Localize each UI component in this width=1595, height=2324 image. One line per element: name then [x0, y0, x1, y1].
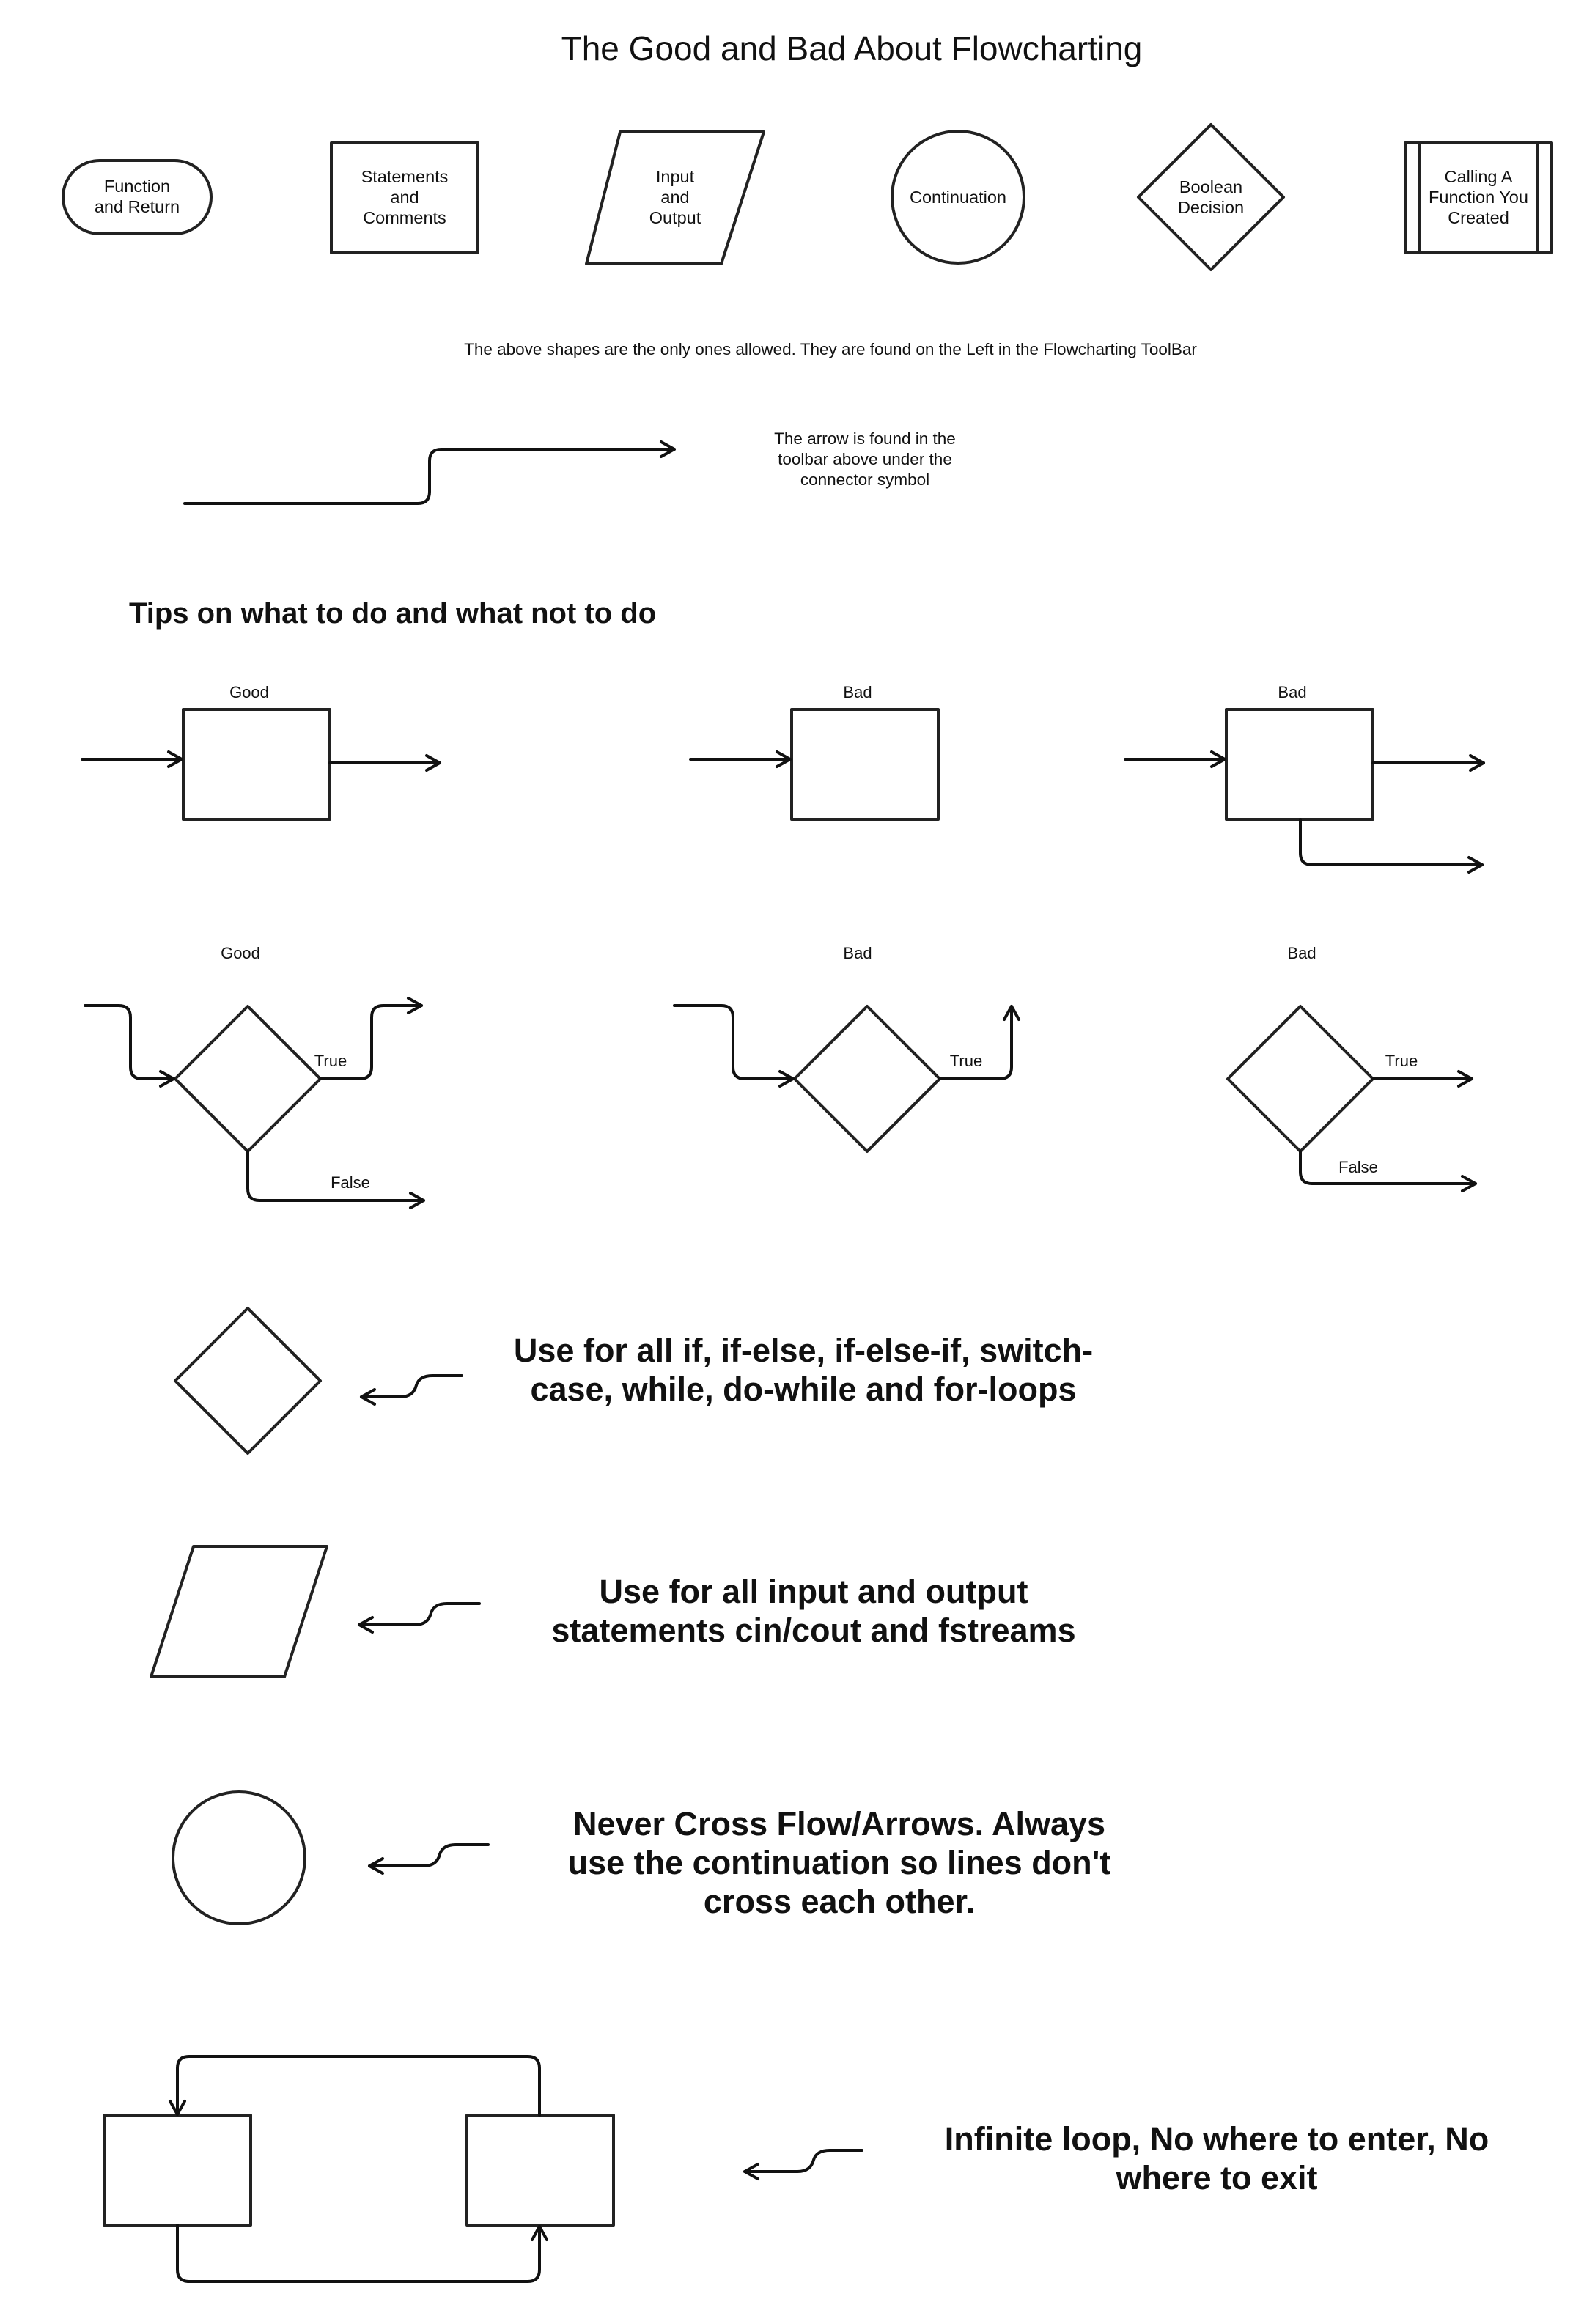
- bad-label: Bad: [1278, 683, 1306, 701]
- input-output-label-line-3: Output: [649, 208, 701, 227]
- io-rule: Use for all input and output statements …: [150, 1545, 1076, 1678]
- io-rule-line-1: Use for all input and output: [600, 1573, 1028, 1610]
- continuation-rule-line-1: Never Cross Flow/Arrows. Always: [573, 1805, 1105, 1842]
- continuation-rule-line-3: cross each other.: [704, 1883, 975, 1920]
- loop-rule-line-2: where to exit: [1115, 2159, 1317, 2196]
- bad-label: Bad: [1287, 944, 1316, 962]
- decision-rule-line-1: Use for all if, if-else, if-else-if, swi…: [514, 1332, 1093, 1369]
- arrow-note-line-2: toolbar above under the: [778, 450, 952, 468]
- continuation-label: Continuation: [910, 188, 1006, 207]
- false-label: False: [1338, 1158, 1378, 1176]
- shapes-note: The above shapes are the only ones allow…: [464, 340, 1197, 358]
- bad-process-two-exits-example: Bad: [1124, 683, 1485, 874]
- decision-shape: Boolean Decision: [1137, 123, 1285, 271]
- bad-label: Bad: [843, 683, 872, 701]
- arrow-note-line-1: The arrow is found in the: [774, 429, 956, 448]
- terminator-label-line-2: and Return: [95, 197, 180, 216]
- decision-label-line-1: Boolean: [1179, 177, 1242, 196]
- infinite-loop-rule: Infinite loop, No where to enter, No whe…: [103, 2055, 1489, 2283]
- good-label: Good: [229, 683, 269, 701]
- bad-process-no-exit-example: Bad: [689, 683, 940, 821]
- process-label-line-2: and: [390, 188, 419, 207]
- terminator-shape: Function and Return: [62, 159, 213, 235]
- input-output-shape: Input and Output: [585, 130, 765, 265]
- true-label: True: [1385, 1052, 1418, 1070]
- input-output-label-line-2: and: [660, 188, 689, 207]
- decision-rule: Use for all if, if-else, if-else-if, swi…: [174, 1307, 1093, 1455]
- terminator-label-line-1: Function: [104, 177, 170, 196]
- decision-label-line-2: Decision: [1178, 198, 1244, 217]
- bad-decision-no-entry-example: Bad True False: [1226, 944, 1477, 1192]
- false-label: False: [331, 1173, 370, 1192]
- predefined-process-shape: Calling A Function You Created: [1404, 141, 1553, 254]
- good-process-example: Good: [81, 683, 441, 821]
- loop-rule-line-1: Infinite loop, No where to enter, No: [945, 2120, 1489, 2158]
- bad-decision-one-exit-example: Bad True: [673, 944, 1020, 1153]
- true-label: True: [950, 1052, 982, 1070]
- predefined-process-label-line-3: Created: [1448, 208, 1509, 227]
- process-label-line-1: Statements: [361, 167, 449, 186]
- predefined-process-label-line-2: Function You: [1429, 188, 1528, 207]
- connector-arrow-example: [183, 440, 676, 505]
- good-decision-example: Good True False: [84, 944, 425, 1209]
- process-label-line-3: Comments: [363, 208, 446, 227]
- predefined-process-label-line-1: Calling A: [1445, 167, 1513, 186]
- good-label: Good: [221, 944, 260, 962]
- continuation-shape: Continuation: [891, 130, 1025, 265]
- input-output-label-line-1: Input: [656, 167, 695, 186]
- page-title: The Good and Bad About Flowcharting: [561, 29, 1143, 67]
- decision-rule-line-2: case, while, do-while and for-loops: [530, 1371, 1076, 1408]
- tips-heading: Tips on what to do and what not to do: [129, 597, 656, 630]
- process-shape: Statements and Comments: [330, 141, 479, 254]
- continuation-rule: Never Cross Flow/Arrows. Always use the …: [172, 1790, 1111, 1925]
- arrow-note-line-3: connector symbol: [800, 471, 929, 489]
- continuation-rule-line-2: use the continuation so lines don't: [568, 1844, 1111, 1881]
- io-rule-line-2: statements cin/cout and fstreams: [551, 1612, 1075, 1649]
- bad-label: Bad: [843, 944, 872, 962]
- true-label: True: [314, 1052, 347, 1070]
